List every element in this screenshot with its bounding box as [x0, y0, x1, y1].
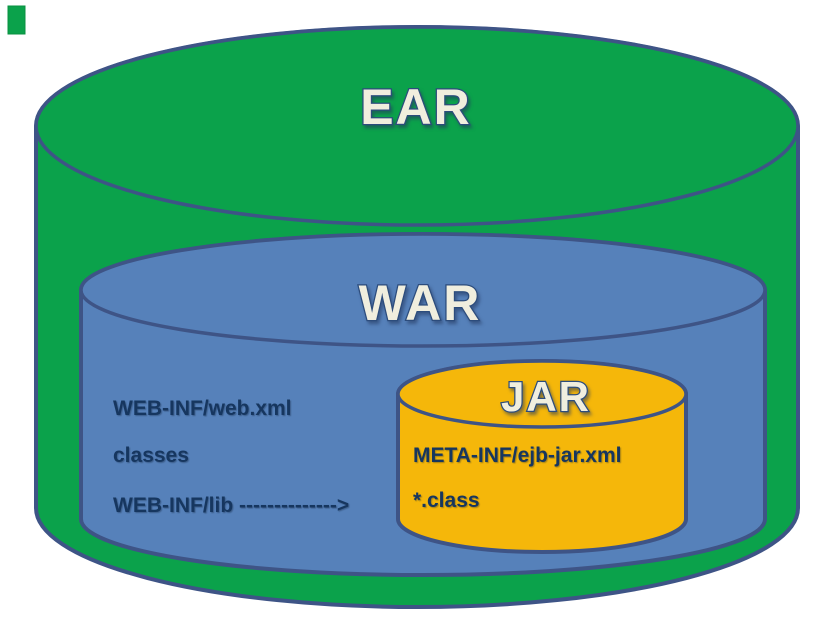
- war-cylinder-top: [79, 232, 767, 348]
- jar-item-class: *.class: [413, 489, 480, 512]
- war-item-classes: classes: [113, 444, 189, 467]
- ear-cylinder-top: [34, 25, 800, 227]
- war-title: WAR: [359, 275, 482, 331]
- jar-title: JAR: [501, 373, 591, 420]
- ear-title: EAR: [360, 79, 472, 135]
- war-item-webxml: WEB-INF/web.xml: [113, 397, 292, 420]
- jar-item-metainf: META-INF/ejb-jar.xml: [413, 444, 621, 467]
- green-corner-mark: [7, 5, 26, 35]
- jar-cylinder-top: [396, 359, 688, 429]
- war-item-lib-arrow: WEB-INF/lib -------------->: [113, 494, 349, 517]
- jar-cylinder: JAR META-INF/ejb-jar.xml *.class: [396, 359, 688, 554]
